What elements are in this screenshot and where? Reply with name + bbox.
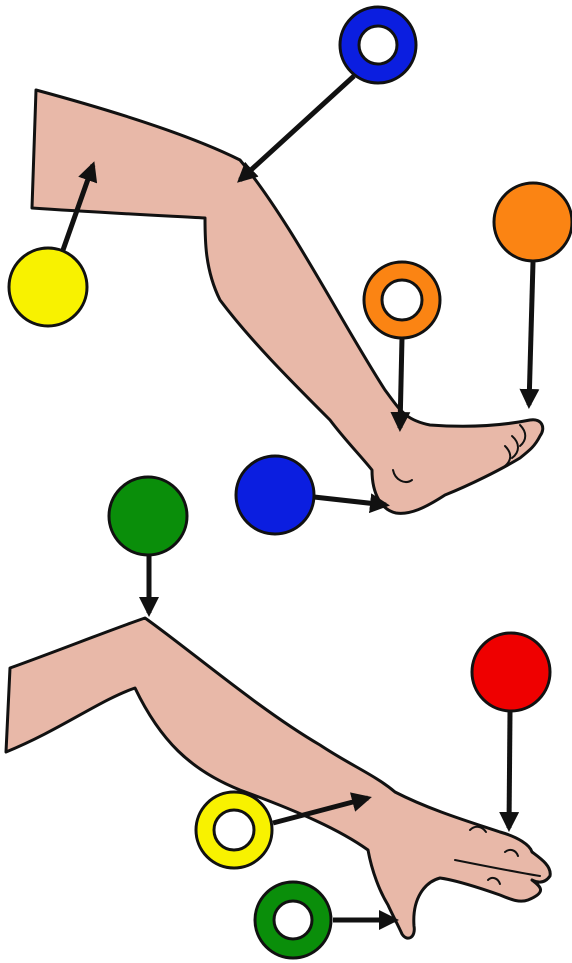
circle-icon [492, 181, 572, 263]
ring-hole [212, 808, 256, 852]
circle-icon [7, 246, 89, 328]
wrist-arrow [272, 792, 372, 826]
thigh-arrow [60, 161, 98, 251]
finger-gap-line [454, 859, 541, 877]
thumb-marker [253, 880, 333, 960]
fingertips-arrow [499, 711, 520, 832]
ring-hole [272, 899, 314, 941]
toe-line-2 [511, 435, 519, 459]
circle-icon [234, 454, 316, 536]
markers [7, 5, 572, 960]
heel-arrow [313, 493, 390, 514]
ring-hole [357, 24, 399, 66]
elbow-marker [107, 475, 189, 557]
toe-line-3 [504, 445, 512, 467]
wrist-marker [194, 790, 274, 870]
ankle-bone-line [392, 469, 413, 483]
arm-illustration [4, 616, 552, 940]
knee-arrow [237, 74, 356, 183]
fingertips-marker [470, 631, 552, 713]
ankle-marker [362, 260, 442, 340]
arm-shape [4, 616, 552, 940]
circle-icon [470, 631, 552, 713]
knee-marker [338, 5, 418, 85]
toe-line-1 [519, 424, 527, 447]
leg-shape [30, 88, 545, 515]
knuckle-line-1 [469, 825, 487, 833]
knuckle-line-2 [504, 848, 519, 857]
thigh-marker [7, 246, 89, 328]
toes-arrow [519, 261, 540, 409]
circle-icon [107, 475, 189, 557]
knuckle-line-3 [487, 876, 501, 885]
heel-marker [234, 454, 316, 536]
toes-marker [492, 181, 572, 263]
leg-illustration [30, 88, 545, 515]
ring-hole [380, 278, 424, 322]
ankle-arrow [390, 337, 411, 432]
arrows [60, 74, 540, 930]
